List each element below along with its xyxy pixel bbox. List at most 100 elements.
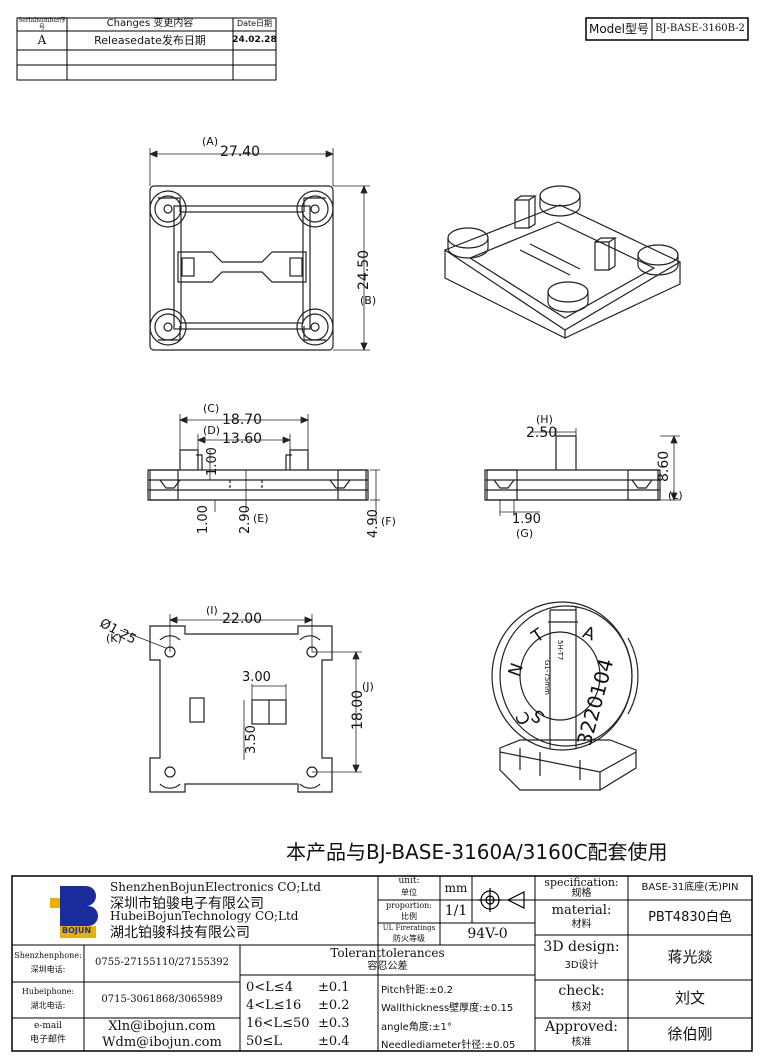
phone-hb-label-en: Hubeiphone: <box>21 986 75 996</box>
email-1: Xln@ibojun.com <box>108 1018 216 1034</box>
dim-height-top: 24.50 <box>356 249 372 290</box>
spec-value: BASE-31底座(无)PIN <box>641 881 739 893</box>
ring-label-1: G1-75mm <box>543 660 551 695</box>
tol-note-wall: Wallthickness壁厚度:±0.15 <box>381 1003 514 1014</box>
dim-letter-d: (D) <box>203 424 221 437</box>
tol-range-2: 4<L≤16 <box>246 998 302 1013</box>
phone-hb-value: 0715-3061868/3065989 <box>101 993 223 1005</box>
tol-range-1: 0<L≤4 <box>246 980 293 995</box>
dim-g-value: 1.90 <box>512 512 541 527</box>
dim-letter-a: (A) <box>202 135 219 148</box>
email-2: Wdm@ibojun.com <box>102 1035 222 1051</box>
tolerance-title-zh: 容忍公差 <box>367 960 408 972</box>
email-label-zh: 电子邮件 <box>29 1035 66 1046</box>
front-view-outline <box>147 449 369 501</box>
rev-header-changes: Changes 变更内容 <box>106 18 194 30</box>
dim-slot-height: 3.50 <box>244 725 259 754</box>
material-label-zh: 材料 <box>571 919 592 931</box>
ul-label-en: UL Fireratings <box>382 923 436 932</box>
design-label-zh: 3D设计 <box>564 959 599 971</box>
rev-header-date: Date日期 <box>236 19 273 29</box>
tol-value-2: ±0.2 <box>318 998 350 1013</box>
dim-width-top: 27.40 <box>220 144 261 160</box>
approved-label-en: Approved: <box>544 1019 619 1036</box>
dim-l-value: 8.60 <box>656 450 672 482</box>
dim-letter-l: (L) <box>668 489 683 502</box>
bojun-logo: BOJUN <box>18 880 104 940</box>
technical-drawing <box>119 148 682 793</box>
dim-i-value: 22.00 <box>222 611 263 627</box>
revision-table-grid <box>16 17 277 81</box>
email-label-en: e-mail <box>33 1021 63 1032</box>
logo-text: BOJUN <box>62 926 92 935</box>
top-view-dimensions <box>148 148 370 352</box>
company-sz-zh: 深圳市铂骏电子有限公司 <box>110 896 264 912</box>
tolerance-title-en: Toleranttolerances <box>330 945 445 960</box>
ul-value: 94V-0 <box>467 925 508 942</box>
unit-value: mm <box>444 880 468 895</box>
dim-letter-f: (F) <box>381 515 396 528</box>
tol-value-4: ±0.4 <box>318 1034 350 1049</box>
rev-row-serial: A <box>37 33 47 48</box>
bottom-view-dimensions <box>119 614 362 774</box>
front-view-dimensions <box>178 414 380 520</box>
phone-sz-label-en: Shenzhenphone: <box>14 950 82 960</box>
check-label-zh: 核对 <box>571 1001 592 1013</box>
rev-header-serial: Serialnumber序号 <box>18 17 66 31</box>
dim-slot-width: 3.00 <box>242 670 271 685</box>
dim-letter-b: (B) <box>360 294 377 307</box>
ring-render <box>491 601 639 791</box>
material-value: PBT4830白色 <box>648 909 732 925</box>
dim-letter-c: (C) <box>203 402 220 415</box>
design-value: 蒋光燚 <box>667 947 713 966</box>
ul-label-zh: 防火等级 <box>393 933 425 943</box>
rev-row-date: 24.02.28 <box>232 34 277 45</box>
design-label-en: 3D design: <box>543 938 620 955</box>
dim-c-value: 18.70 <box>222 412 263 428</box>
proportion-label-zh: 比例 <box>401 911 417 921</box>
approved-value: 徐伯刚 <box>667 1024 713 1043</box>
spec-label-zh: 规格 <box>571 887 592 899</box>
iso-render-base <box>443 185 682 339</box>
dim-h-value: 2.50 <box>526 425 558 441</box>
dim-letter-e: (E) <box>253 512 269 525</box>
model-value: BJ-BASE-3160B-2 <box>655 22 745 34</box>
company-hb-en: HubeiBojunTechnology CO;Ltd <box>110 909 299 923</box>
dim-letter-j: (J) <box>362 680 374 693</box>
tol-value-1: ±0.1 <box>318 980 350 995</box>
material-label-en: material: <box>551 902 612 918</box>
dim-letter-h: (H) <box>536 413 553 426</box>
dim-e-value: 2.90 <box>238 505 253 534</box>
dim-base-value: 1.00 <box>196 505 211 534</box>
ring-label-2: 5H-T7 <box>556 640 564 661</box>
dim-letter-i: (I) <box>206 604 218 617</box>
model-box-frame <box>585 17 749 41</box>
tol-range-4: 50≤L <box>246 1034 283 1049</box>
dim-tab-value: 1.00 <box>205 447 220 476</box>
approved-label-zh: 核准 <box>571 1036 592 1048</box>
side-view-outline <box>484 435 661 501</box>
check-label-en: check: <box>558 982 605 999</box>
bojun-logo-icon <box>50 886 98 938</box>
dim-d-value: 13.60 <box>222 431 263 447</box>
unit-label-en: unit: <box>398 876 420 887</box>
check-value: 刘文 <box>674 989 705 1008</box>
side-view-dimensions <box>499 428 680 516</box>
dim-letter-g: (G) <box>516 527 534 540</box>
unit-label-zh: 单位 <box>401 887 417 897</box>
phone-sz-label-zh: 深圳电话: <box>30 964 66 974</box>
dim-j-value: 18.00 <box>350 689 366 730</box>
model-label: Model型号 <box>588 21 650 36</box>
bottom-view-outline <box>149 625 333 793</box>
proportion-value: 1/1 <box>444 903 468 920</box>
dim-letter-k: (K) <box>106 632 122 645</box>
dim-f-value: 4.90 <box>366 509 381 538</box>
assembly-note: 本产品与BJ-BASE-3160A/3160C配套使用 <box>286 840 668 864</box>
rev-row-changes: Releasedate发布日期 <box>94 33 206 47</box>
tol-note-needle: Needlediameter针径:±0.05 <box>381 1040 516 1051</box>
tol-range-3: 16<L≤50 <box>246 1016 310 1031</box>
spec-label-en: specification: <box>544 875 619 889</box>
tol-note-pitch: Pitch针距:±0.2 <box>381 985 453 996</box>
phone-hb-label-zh: 湖北电话: <box>30 1000 66 1010</box>
top-view-outline <box>149 185 334 351</box>
